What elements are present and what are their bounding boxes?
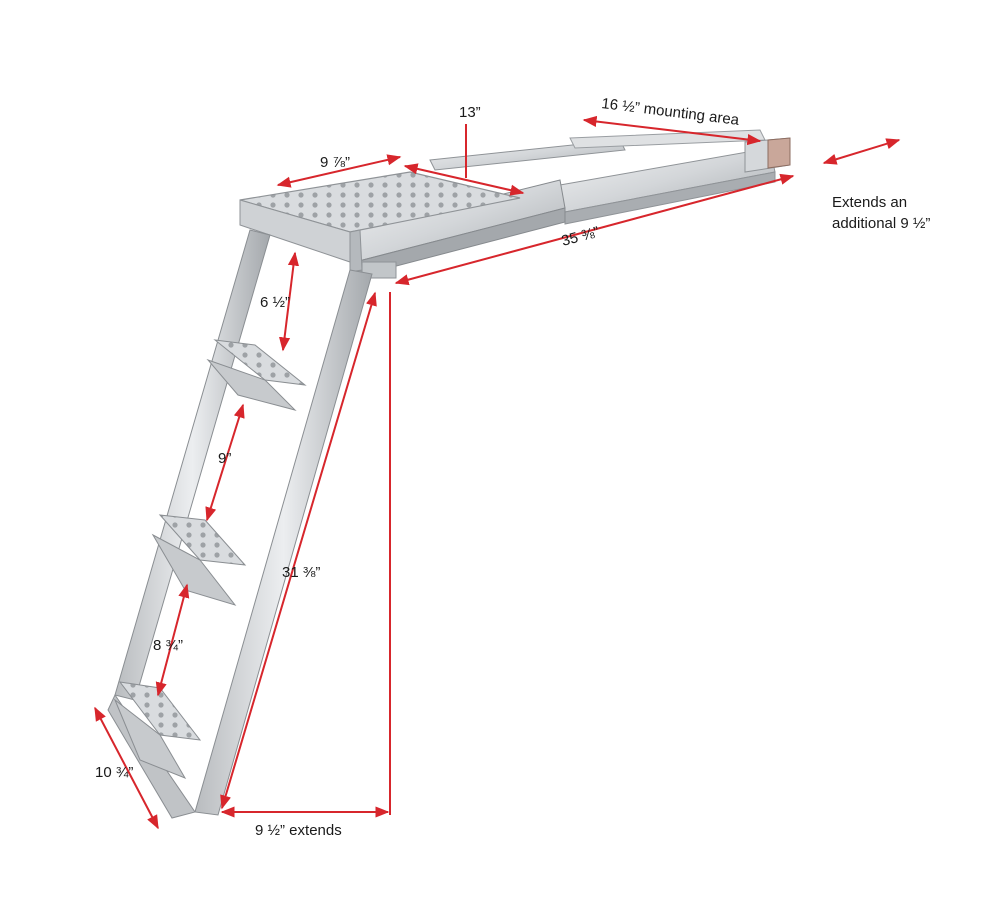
arrow-extends-additional <box>822 138 901 165</box>
arrow-step-spacing-lower <box>155 583 190 697</box>
label-step-width: 10 ¾” <box>95 764 133 781</box>
ladder <box>107 229 373 819</box>
tube-end <box>767 137 791 169</box>
label-platform-width: 9 ⅞” <box>320 154 350 171</box>
extends-note-line-2: additional 9 ½” <box>832 215 931 232</box>
label-extends: 9 ½” extends <box>255 822 342 839</box>
arrow-overall-length <box>394 173 795 286</box>
arrow-step-width <box>94 706 159 830</box>
label-top-to-step: 6 ½” <box>260 294 290 311</box>
dimension-arrows <box>94 115 901 830</box>
label-step-spacing-upper: 9” <box>218 450 231 467</box>
arrow-ladder-length <box>220 291 377 810</box>
label-overall-length: 35 ⅜” <box>560 224 601 250</box>
arrow-platform-width <box>276 154 402 188</box>
label-ladder-length: 31 ⅜” <box>282 564 320 581</box>
arrow-mounting-area <box>582 115 762 146</box>
extends-note-line-1: Extends an <box>832 194 908 211</box>
label-platform-depth: 13” <box>459 104 481 121</box>
extends-note: Extends an additional 9 ½” <box>832 192 992 234</box>
label-step-spacing-lower: 8 ¾” <box>153 637 183 654</box>
